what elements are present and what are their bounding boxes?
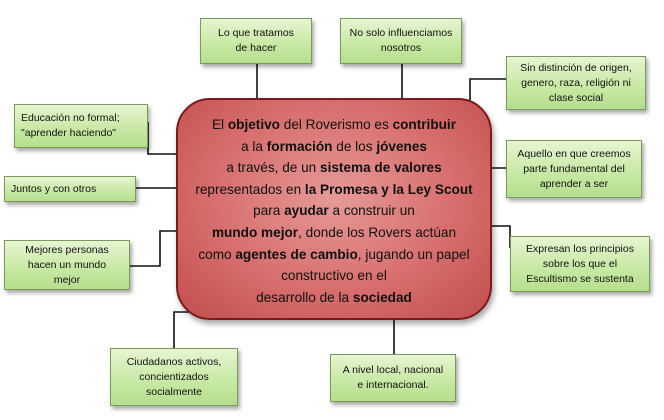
box-expresan: Expresan los principios sobre los que el… — [510, 236, 650, 292]
box-ciudadanos: Ciudadanos activos, concientizados socia… — [110, 348, 238, 406]
central-line-1: El objetivo del Roverismo es contribuir — [211, 117, 456, 132]
central-line-4: representados en la Promesa y la Ley Sco… — [195, 181, 473, 197]
box-no-solo: No solo influenciamos nosotros — [340, 18, 462, 64]
box-mejores: Mejores personas hacen un mundo mejor — [4, 240, 130, 290]
central-line-3: a través, de un sistema de valores — [226, 160, 442, 176]
box-juntos: Juntos y con otros — [4, 176, 136, 202]
box-sin-distincion: Sin distinción de origen, genero, raza, … — [506, 56, 646, 110]
central-objective-shape — [176, 98, 492, 320]
central-line-2: a la formación de los jóvenes — [241, 138, 427, 154]
box-lo-que-tratamos: Lo que tratamos de hacer — [200, 18, 312, 64]
box-educacion: Educación no formal; "aprender haciendo" — [14, 104, 148, 148]
central-line-7: como agentes de cambio, jugando un papel — [198, 246, 470, 262]
central-line-9: desarrollo de la sociedad — [256, 289, 412, 305]
central-line-6: mundo mejor, donde los Rovers actúan — [211, 224, 457, 240]
central-line-5: para ayudar a construir un — [253, 203, 415, 219]
box-aquello: Aquello en que creemos parte fundamental… — [506, 140, 642, 198]
box-a-nivel: A nivel local, nacional e internacional. — [330, 354, 456, 402]
central-objective-text: El objetivo del Roverismo es contribuir … — [184, 114, 484, 308]
central-line-8: constructivo en el — [281, 268, 387, 284]
